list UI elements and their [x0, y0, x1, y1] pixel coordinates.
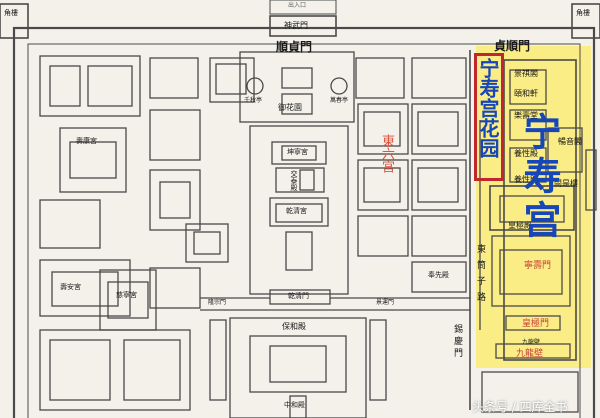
ningshou-men-label: 寧壽門 — [524, 261, 552, 271]
inner-wall — [27, 43, 581, 418]
fengxian-dian-label: 奉先殿 — [428, 271, 449, 279]
shouan-gong-label: 壽安宮 — [60, 283, 81, 291]
imperial-garden-shape — [239, 51, 355, 123]
baohe-shape — [229, 317, 367, 418]
corner-tower-right-shape — [571, 3, 600, 39]
jingqi-ge-label: 景祺閣 — [514, 69, 538, 78]
jiulong-bi-label: 九龍壁 — [516, 349, 544, 359]
zhenshun-gate-label: 貞順門 — [494, 39, 531, 53]
jiaotai-dian-label: 交泰殿 — [290, 170, 298, 191]
shoukang-shape — [59, 127, 127, 193]
qianqingmen-shape — [269, 289, 331, 305]
fengxian-shape — [411, 261, 467, 293]
corner-tower-left-shape — [0, 3, 29, 39]
dongtongzi-lu-label: 東筒子路 — [475, 244, 485, 308]
wanchun-ting-label: 萬春亭 — [330, 97, 349, 104]
shouan-shape — [39, 259, 131, 317]
kunning-shape — [271, 141, 327, 165]
leshou-tang-label: 樂壽堂 — [514, 111, 538, 120]
xiequ-xuan-label: 頤和軒 — [514, 89, 538, 98]
east-six-palaces-annotation: 東六宮 — [379, 134, 394, 173]
shunzhen-gate-label: 順貞門 — [276, 40, 313, 54]
shoukang-gong-label: 壽康宮 — [76, 137, 97, 145]
corner-tower-left-label: 角樓 — [4, 9, 18, 17]
baohe-dian-label: 保和殿 — [282, 322, 306, 331]
outer-wall — [12, 26, 596, 418]
yangxing-men-label: 養性門 — [514, 175, 538, 184]
imperial-garden-label: 御花園 — [278, 103, 302, 112]
top-gate-label: 神武門 — [284, 21, 308, 30]
longzong-men-label: 隆宗門 — [208, 299, 227, 306]
cining-gong-label: 慈寧宮 — [116, 291, 137, 299]
ningshou-palace-highlight — [476, 46, 591, 368]
yangxing-dian-label: 養性殿 — [514, 149, 538, 158]
corner-tower-right-label: 角樓 — [576, 9, 590, 17]
qianqiu-ting-label: 千秋亭 — [244, 97, 263, 104]
qianqing-gong-label: 乾清宮 — [286, 207, 307, 215]
qianqing-men-label: 乾清門 — [288, 292, 309, 300]
watermark: 头条号 / 四库全书 — [472, 400, 568, 414]
ningshou-palace-title: 宁寿宫 — [517, 112, 562, 244]
changyin-ge-label: 暢音閣 — [558, 137, 582, 146]
kunning-gong-label: 坤寧宮 — [287, 148, 308, 156]
huangji-dian-label: 皇極殿 — [508, 221, 532, 230]
qianqing-shape — [269, 197, 329, 227]
jingyun-men-label: 景運門 — [376, 299, 395, 306]
zhonghe-dian-label: 中和殿 — [284, 401, 305, 409]
ningshou-garden-box — [474, 53, 504, 181]
top-gate-shape — [269, 15, 337, 37]
top-gate-faint-label: 出入口 — [288, 2, 307, 9]
jiaotai-shape — [275, 167, 325, 193]
jiulong-bi-small-label: 九龍壁 — [522, 339, 541, 346]
xiyang-men-label: 錫慶門 — [452, 324, 462, 360]
ningshou-garden-title: 宁寿宫花园 — [476, 58, 500, 158]
huangji-men-label: 皇極門 — [522, 319, 550, 329]
inner-court-shape — [249, 125, 349, 295]
yueshi-lou-label: 閱是樓 — [554, 179, 578, 188]
